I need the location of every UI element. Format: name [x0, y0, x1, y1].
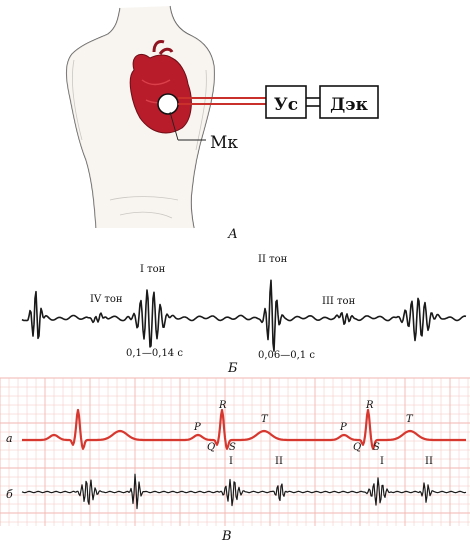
tone-4-label: IV тон [90, 294, 123, 305]
tone-1-label: I тон [140, 264, 166, 275]
wave-s-label-1: S [229, 442, 236, 453]
tone-2-label: II тон [258, 254, 288, 265]
panel-a [65, 5, 379, 229]
pcg-sync-trace [21, 473, 467, 510]
duration-2-label: 0,06—0,1 с [258, 350, 315, 361]
panel-a-label: А [227, 227, 238, 242]
ecg-trace [21, 408, 467, 450]
wave-q-label-2: Q [353, 442, 361, 453]
sound-2-label-1: II [275, 456, 283, 467]
amplifier-label: Ус [274, 95, 298, 115]
wave-r-label-1: R [218, 400, 227, 411]
ecg-grid [0, 377, 470, 526]
duration-1-label: 0,1—0,14 с [126, 348, 183, 359]
trace-a-label: а [6, 432, 13, 445]
trace-b-label: б [6, 488, 13, 501]
recorder-label: Дэк [330, 95, 368, 115]
wave-t-label-2: T [406, 414, 414, 425]
tone-3-label: III тон [322, 296, 356, 307]
sound-1-label-2: I [380, 456, 384, 467]
sound-2-label-2: II [425, 456, 433, 467]
wave-s-label-2: S [373, 442, 380, 453]
wave-p-label-2: P [339, 422, 347, 433]
microphone-label: Мк [210, 133, 238, 153]
amplifier-box [265, 85, 307, 119]
wave-t-label-1: T [261, 414, 269, 425]
wave-q-label-1: Q [207, 442, 215, 453]
microphone-leader [169, 111, 179, 141]
panel-b-label: Б [227, 361, 238, 376]
sound-1-label-1: I [229, 456, 233, 467]
recorder-box [319, 85, 379, 119]
wave-p-label-1: P [193, 422, 201, 433]
panel-c-label: В [221, 529, 232, 544]
wave-r-label-2: R [365, 400, 374, 411]
microphone-icon [157, 93, 179, 115]
phonocardiogram-trace [21, 279, 467, 352]
